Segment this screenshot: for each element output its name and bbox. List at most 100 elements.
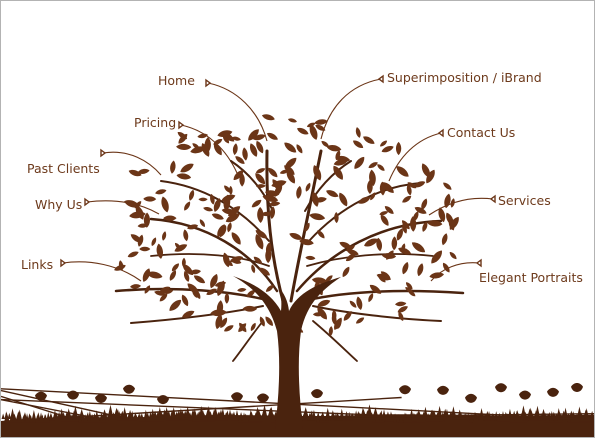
leaf [229,230,243,247]
flower-head [495,383,507,393]
marker-why-us [84,197,91,207]
leaf [348,299,358,310]
leaf [354,126,362,139]
marker-services [489,194,496,204]
leaf [391,236,398,251]
leaf [282,140,299,155]
flower-head [465,393,477,403]
leaf [232,143,239,156]
nav-link-past-clients[interactable]: Past Clients [27,161,100,176]
leaf [395,141,402,156]
leaf [449,197,456,209]
leaf [250,198,263,210]
leaf [178,161,196,175]
flower-head [311,389,323,399]
nav-link-services[interactable]: Services [498,193,551,208]
nav-link-contact-us[interactable]: Contact Us [447,125,516,140]
leaf [167,297,184,314]
connector-why-us [86,200,160,215]
leaf [375,162,386,173]
connector-contact-us [388,132,442,182]
marker-pricing [178,120,185,130]
leaf [367,160,379,170]
marker-contact-us [437,128,444,138]
leaf [182,228,190,242]
leaf [400,261,411,276]
leaf [202,205,214,213]
leaf [261,112,276,122]
tree-trunk [233,276,341,429]
leaf [378,213,391,228]
leaf [126,249,140,259]
marker-home [205,78,212,88]
flower-head [231,392,243,402]
leaf [175,143,192,151]
leaf [180,293,191,308]
leaf [428,248,445,266]
connector-services [428,197,494,216]
marker-elegant-portraits [475,258,482,268]
leaf [139,246,151,252]
flower-head [571,383,583,393]
leaf [351,138,365,150]
flower-head [547,387,559,397]
leaf [336,191,350,208]
leaf [287,117,298,124]
leaf [400,194,413,205]
nav-link-superimposition-ibrand[interactable]: Superimposition / iBrand [387,70,542,85]
marker-superimposition [377,74,384,84]
connector-past-clients [102,151,162,176]
nav-link-why-us[interactable]: Why Us [35,197,83,212]
leaf [428,271,445,280]
connector-superimposition [320,78,382,140]
leaf [210,308,228,317]
leaf [308,211,326,222]
flower-stem [1,398,472,420]
leaf [448,250,458,261]
connector-markers [60,74,496,268]
leaf [378,139,389,148]
leaf [210,211,225,222]
leaf [198,218,207,228]
leaf [224,292,230,304]
nav-link-home[interactable]: Home [158,73,195,88]
flower-head [257,393,269,403]
nav-link-links[interactable]: Links [21,257,54,272]
flower-head [123,384,135,394]
leaf [236,287,247,293]
leaf [150,236,158,247]
leaf [315,228,327,240]
leaf [440,232,449,246]
flower-head [95,393,107,403]
leaf [143,196,157,202]
leaf [361,134,376,146]
grass-tuft [127,410,140,420]
leaf [355,295,364,311]
leaf [176,172,192,181]
leaf [304,181,312,193]
connector-elegant-portraits [430,262,480,282]
nav-link-pricing[interactable]: Pricing [134,115,177,130]
leaf [228,185,233,196]
leaf [182,200,192,212]
flower-stem [236,414,594,420]
leaf [295,126,310,137]
leaf [340,265,352,279]
flower-stem [1,389,130,420]
leaf [366,292,375,303]
leaf [192,273,207,286]
flower-head [437,385,449,395]
leaf [241,147,249,161]
leaf [198,197,208,202]
flower-stem [1,399,102,420]
marker-links [60,258,67,268]
leaf [159,195,171,214]
nav-link-elegant-portraits[interactable]: Elegant Portraits [479,270,583,285]
leaf [169,160,177,175]
connector-links [62,261,142,282]
leaf [187,189,196,202]
leaf [265,131,280,142]
marker-past-clients [100,148,107,158]
